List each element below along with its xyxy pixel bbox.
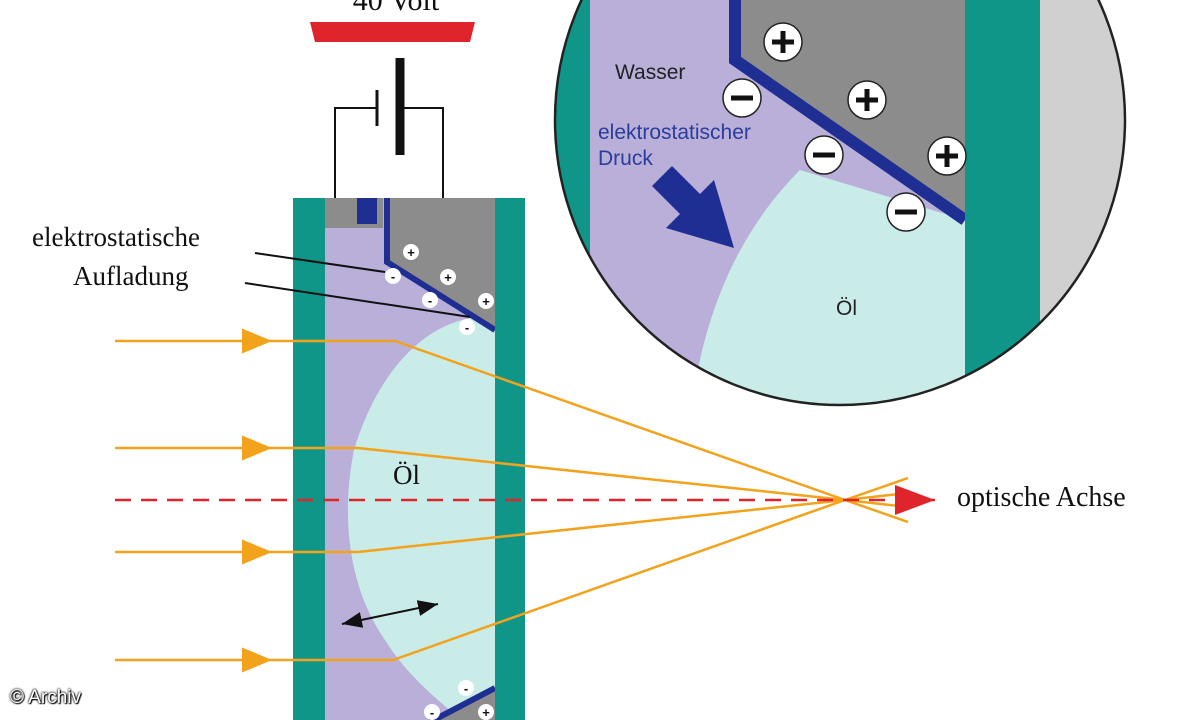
small-negative-charge: -: [422, 292, 438, 308]
svg-text:-: -: [430, 705, 434, 720]
small-negative-charge: -: [459, 319, 475, 335]
top-electrode: [385, 198, 495, 330]
charge-label-line1: elektrostatische: [32, 222, 200, 252]
pressure-arrow: [646, 166, 734, 248]
inset-positive-charge: [847, 80, 887, 120]
svg-text:+: +: [444, 270, 452, 285]
small-negative-charge: -: [424, 704, 440, 720]
inset-pressure-label-line2: Druck: [598, 147, 653, 170]
svg-text:-: -: [465, 320, 469, 335]
lens-cell: + + + - - - - - +: [244, 198, 525, 720]
copyright-label: © Archiv: [10, 687, 82, 708]
charge-callout-line: [254, 252, 386, 273]
inset-right-wall: [965, 0, 1040, 405]
top-insulator-layer: [384, 198, 497, 333]
small-positive-charge: +: [478, 293, 494, 309]
small-positive-charge: +: [403, 244, 419, 260]
small-positive-charge: +: [478, 704, 494, 720]
inset-electrode: [735, 0, 965, 220]
svg-text:+: +: [482, 705, 490, 720]
inset-positive-charge: [763, 22, 803, 62]
inset-oil: [690, 170, 965, 405]
svg-text:-: -: [428, 293, 432, 308]
inset-positive-charge: [927, 136, 967, 176]
voltage-source: [310, 22, 475, 200]
incoming-ray: [115, 476, 909, 673]
inset-pressure-label-line1: elektrostatischer: [598, 121, 751, 144]
circuit-wire: [334, 107, 444, 200]
inset-negative-charge: [722, 78, 762, 118]
voltage-label: 40 Volt: [352, 0, 440, 17]
small-negative-charge: -: [385, 268, 401, 284]
bottom-insulator-layer: [428, 685, 497, 720]
battery-icon: [375, 58, 405, 155]
oil-label: Öl: [393, 460, 420, 490]
svg-text:-: -: [391, 269, 395, 284]
voltage-bar: [310, 22, 475, 42]
inset-negative-charge: [886, 192, 926, 232]
right-wall: [495, 198, 525, 720]
shape-change-arrow: [341, 600, 439, 628]
svg-text:-: -: [464, 681, 468, 696]
inset-oil-label: Öl: [836, 297, 857, 320]
incoming-ray: [115, 328, 909, 524]
top-insulator-block: [357, 198, 377, 224]
light-rays: [115, 328, 909, 673]
left-wall: [293, 198, 325, 720]
small-positive-charge: +: [440, 269, 456, 285]
inset-insulator-layer: [729, 0, 969, 225]
svg-text:+: +: [407, 245, 415, 260]
charge-callout-line: [244, 282, 471, 318]
incoming-ray: [115, 491, 909, 565]
inset-left-wall: [555, 0, 590, 405]
inset-negative-charge: [804, 135, 844, 175]
optical-axis-label: optische Achse: [957, 482, 1126, 513]
incoming-ray: [115, 435, 909, 509]
inset-outer-glass: [1040, 0, 1125, 405]
small-negative-charge: -: [458, 680, 474, 696]
inset-water-label: Wasser: [615, 61, 686, 84]
charge-label-line2: Aufladung: [73, 261, 189, 291]
svg-text:+: +: [482, 294, 490, 309]
